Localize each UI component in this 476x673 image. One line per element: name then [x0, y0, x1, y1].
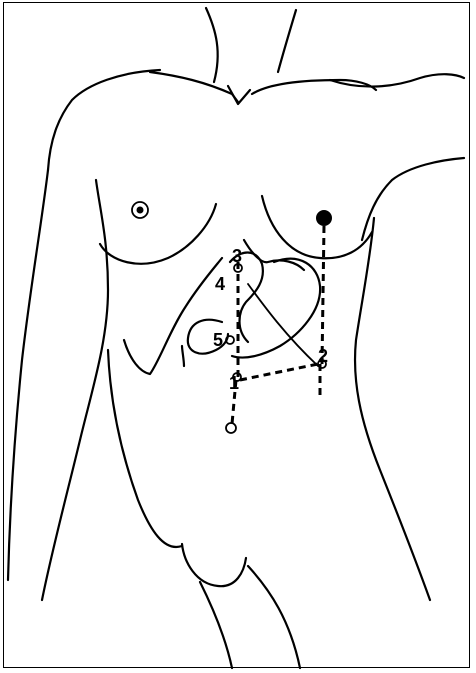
right-thigh [248, 566, 300, 668]
dashed-line-2-to-nipple [322, 226, 324, 364]
stomach-curve [232, 259, 320, 358]
groin-left [182, 346, 184, 366]
left-breast [100, 204, 216, 264]
right-flank [355, 218, 430, 600]
liver-diagonal [248, 284, 318, 366]
right-nipple [316, 210, 332, 226]
left-clavicle [150, 72, 238, 102]
port-2-label: 2 [318, 346, 328, 366]
neck-right [278, 10, 296, 72]
left-costal-margin [124, 258, 222, 374]
right-breast [262, 196, 372, 258]
port-3-label: 3 [232, 246, 242, 266]
neck-left [206, 8, 218, 82]
sternal-notch [228, 86, 250, 104]
pubic-mound [182, 544, 246, 586]
right-costal-margin [244, 240, 304, 270]
left-upper-arm-outer [8, 170, 48, 580]
navel [226, 423, 236, 433]
left-thigh [200, 582, 232, 668]
port-5-label: 5 [213, 330, 223, 350]
left-nipple-center [137, 207, 144, 214]
port-1-label: 1 [229, 373, 239, 393]
left-hip [108, 350, 182, 547]
right-armpit [362, 158, 464, 240]
dashed-line-1-to-2 [240, 364, 318, 380]
port-4-label: 4 [215, 274, 225, 294]
left-arm-inner [42, 180, 108, 600]
left-shoulder [48, 70, 160, 170]
